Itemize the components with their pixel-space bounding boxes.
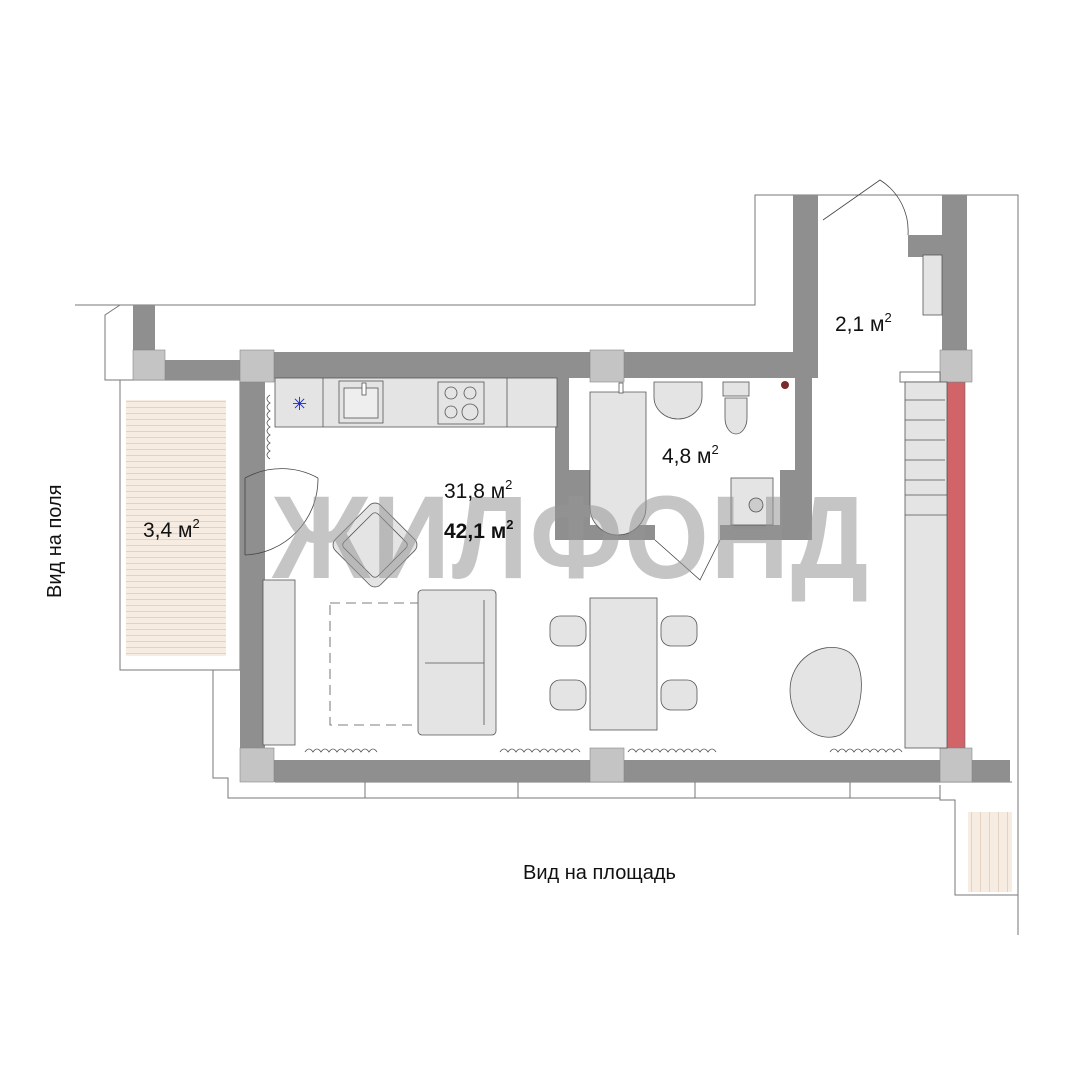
area-exp: 2 bbox=[505, 477, 513, 492]
chair bbox=[660, 615, 698, 647]
columns bbox=[132, 349, 973, 783]
area-value: 4,8 bbox=[662, 445, 692, 468]
living-furniture bbox=[329, 502, 862, 738]
chair bbox=[660, 679, 698, 711]
area-label-living: 31,8 м2 bbox=[444, 477, 512, 504]
view-label-left: Вид на поля bbox=[44, 484, 66, 598]
toilet-tank bbox=[722, 381, 750, 397]
view-label-bottom: Вид на площадь bbox=[523, 862, 676, 884]
dining-table bbox=[589, 597, 658, 731]
area-value: 31,8 bbox=[444, 480, 485, 503]
watermark: ЖИЛФОНД bbox=[272, 472, 871, 604]
walls bbox=[133, 195, 1010, 782]
balcony-right bbox=[968, 812, 1012, 892]
bathroom-fixtures bbox=[589, 381, 789, 536]
area-label-total: 42,1 м2 bbox=[444, 517, 514, 544]
kitchen-counter bbox=[274, 377, 558, 428]
toilet bbox=[724, 397, 748, 435]
area-unit: м bbox=[490, 520, 507, 543]
doors bbox=[244, 179, 909, 581]
snowflake-icon: ✳ bbox=[292, 394, 307, 415]
area-value: 3,4 bbox=[143, 519, 173, 542]
area-unit: м bbox=[697, 445, 712, 468]
cabinet bbox=[262, 579, 296, 746]
area-value: 2,1 bbox=[835, 313, 865, 336]
area-unit: м bbox=[178, 519, 193, 542]
area-label-balcony: 3,4 м2 bbox=[143, 516, 200, 543]
area-exp: 2 bbox=[506, 517, 514, 532]
rug bbox=[329, 602, 423, 726]
area-unit: м bbox=[870, 313, 885, 336]
armchair bbox=[332, 502, 418, 588]
area-label-hall: 2,1 м2 bbox=[835, 310, 892, 337]
wardrobe bbox=[262, 254, 948, 749]
radiators bbox=[266, 394, 903, 753]
area-exp: 2 bbox=[711, 442, 719, 457]
chair bbox=[549, 679, 587, 711]
bean-bag bbox=[789, 647, 862, 738]
area-unit: м bbox=[490, 480, 506, 503]
area-exp: 2 bbox=[884, 310, 892, 325]
area-label-bathroom: 4,8 м2 bbox=[662, 442, 719, 469]
area-exp: 2 bbox=[192, 516, 200, 531]
riser-pipe bbox=[781, 381, 789, 389]
sofa bbox=[417, 589, 497, 736]
chair bbox=[549, 615, 587, 647]
washing-machine bbox=[730, 477, 774, 526]
bathtub bbox=[589, 391, 647, 536]
stove bbox=[437, 381, 485, 425]
accent-wall bbox=[946, 381, 966, 749]
washbasin bbox=[653, 381, 703, 420]
area-value: 42,1 bbox=[444, 520, 485, 543]
